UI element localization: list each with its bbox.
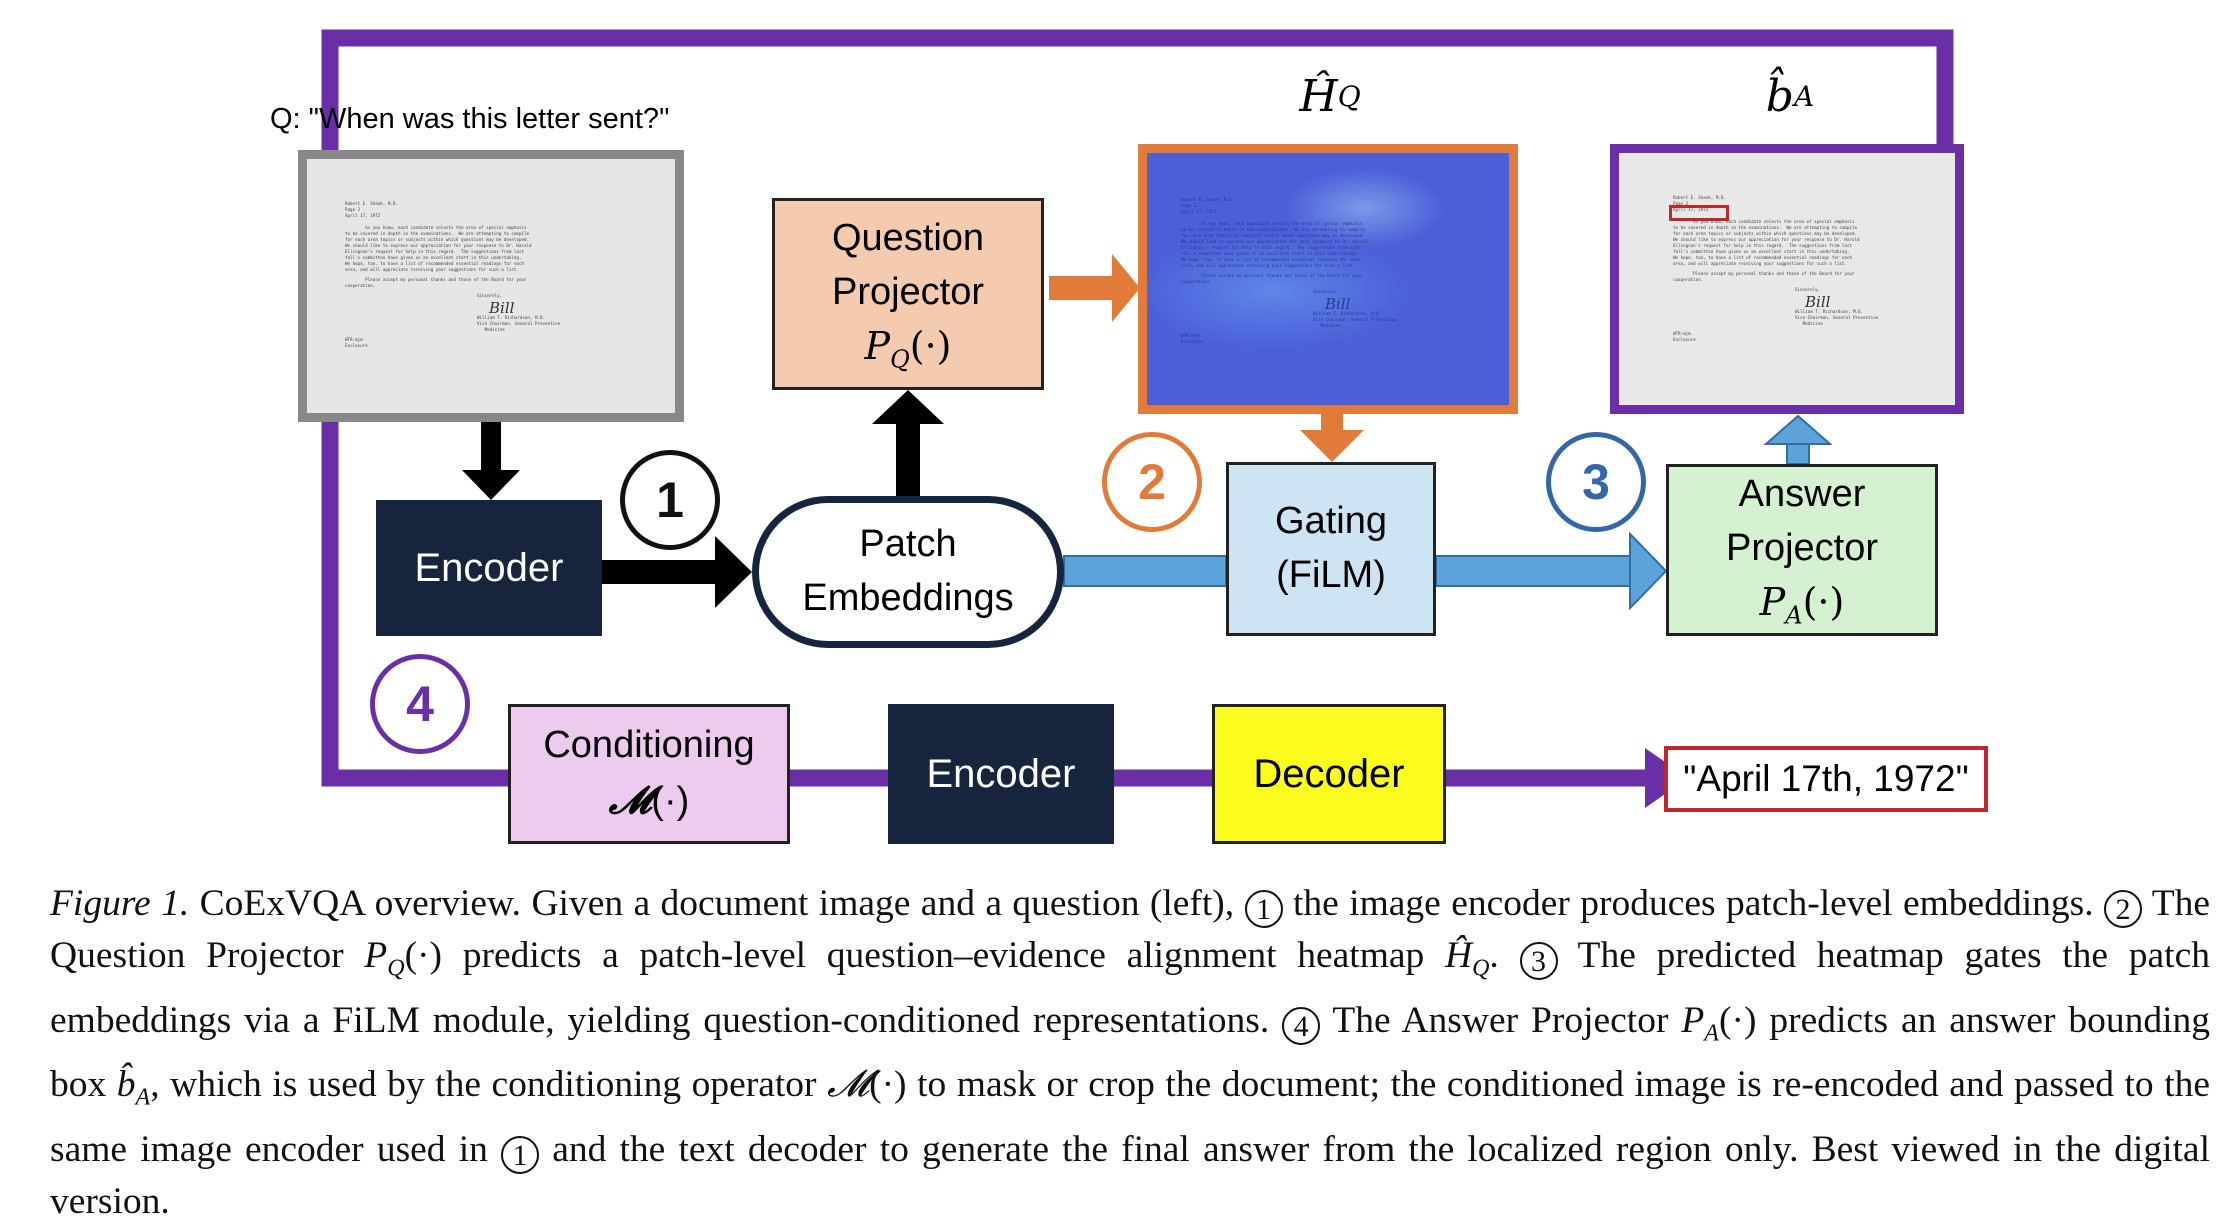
caption-text-9: , which is used by the conditioning oper… <box>150 1064 828 1105</box>
bbox-doc-header: Robert E. Shank, M.D. Page 2 April 17, 1… <box>1673 195 1726 212</box>
bbox-doc-footer: WTR:mjm Enclosure <box>1673 331 1696 342</box>
bbox-doc-body: As you know, each candidate selects the … <box>1673 219 1860 266</box>
answer-projector-fn: PA(·) <box>1759 579 1845 630</box>
gating-line2: (FiLM) <box>1276 554 1386 596</box>
step-4-circle: 4 <box>370 654 470 754</box>
bbox-doc-signature: Bill <box>1805 293 1831 311</box>
heatmap-document: Robert E. Shank, M.D. Page 2 April 17, 1… <box>1138 144 1518 414</box>
heatmap-doc-header: Robert E. Shank, M.D. Page 2 April 17, 1… <box>1181 197 1234 214</box>
doc-footer: WTR:mjm Enclosure <box>345 337 368 348</box>
question-projector-fn: PQ(·) <box>864 323 952 374</box>
doc-signature: Bill <box>489 299 515 317</box>
patch-embeddings-line2: Embeddings <box>802 577 1014 619</box>
step-1-circle: 1 <box>620 450 720 550</box>
patch-embeddings-box: Patch Embeddings <box>752 496 1064 648</box>
heatmap-label-sub: Q <box>1337 80 1361 114</box>
step-2-circle: 2 <box>1102 432 1202 532</box>
doc-to-encoder-arrow-head <box>462 470 520 500</box>
answer-to-bbox-arrow-head <box>1763 414 1833 445</box>
bbox-doc-signer: William T. Richardson, M.D. Vice Chairma… <box>1795 309 1879 326</box>
encoder-top-box: Encoder <box>376 500 602 636</box>
caption-step-1-again: 1 <box>501 1135 540 1174</box>
question-text: Q: "When was this letter sent?" <box>270 103 670 136</box>
question-projector-line1: Question <box>831 216 985 259</box>
patch-embeddings-line1: Patch <box>859 523 957 566</box>
architecture-diagram: Q: "When was this letter sent?" Robert E… <box>270 29 1988 844</box>
caption-text-7: The Answer Projector <box>1320 999 1682 1041</box>
caption-math-pa: PA(·) <box>1681 999 1757 1047</box>
doc-body: As you know, each candidate selects the … <box>345 225 532 272</box>
input-document: Robert E. Shank, M.D. Page 2 April 17, 1… <box>298 150 684 422</box>
gating-to-answer-arrow-head <box>1629 531 1668 611</box>
qproj-to-heatmap-arrow <box>1049 276 1115 300</box>
caption-text-2: the image encoder produces patch-level e… <box>1282 883 2104 924</box>
answer-bounding-box <box>1669 205 1729 221</box>
doc-to-encoder-arrow <box>481 422 501 472</box>
figure-caption: Figure 1. CoExVQA overview. Given a docu… <box>50 878 2210 1228</box>
patch-to-qproj-arrow-head <box>872 390 944 424</box>
decoder-box: Decoder <box>1212 704 1446 844</box>
heatmap-doc-closing: Please accept my personal thanks and tho… <box>1181 273 1363 284</box>
caption-text-4: predicts a patch-level question–evidence… <box>442 935 1445 976</box>
heatmap-doc-signature: Bill <box>1325 295 1351 313</box>
caption-step-2: 2 <box>2103 890 2142 928</box>
question-projector-line2: Projector <box>831 270 985 313</box>
caption-math-hq: ĤQ <box>1444 935 1490 982</box>
doc-header: Robert E. Shank, M.D. Page 2 April 17, 1… <box>345 201 398 218</box>
heatmap-to-gating-arrow-head <box>1300 430 1364 462</box>
caption-math-ba: b̂A <box>116 1064 151 1111</box>
caption-text-3: The Question Projector <box>50 883 2211 976</box>
gating-to-answer-arrow <box>1435 555 1633 587</box>
patch-to-gating-arrow <box>1063 555 1227 587</box>
answer-projector-line1: Answer <box>1738 472 1866 515</box>
caption-step-1: 1 <box>1244 890 1283 928</box>
gating-line1: Gating <box>1275 500 1387 543</box>
doc-sign: Sincerely, <box>477 293 503 298</box>
conditioning-fn: 𝓜(·) <box>608 777 690 822</box>
heatmap-doc-body: As you know, each candidate selects the … <box>1181 221 1368 268</box>
conditioning-box: Conditioning 𝓜(·) <box>508 704 790 844</box>
answer-projector-box: Answer Projector PA(·) <box>1666 464 1938 636</box>
bbox-label-sub: A <box>1793 80 1815 114</box>
caption-step-3: 3 <box>1519 942 1558 980</box>
bbox-document: Robert E. Shank, M.D. Page 2 April 17, 1… <box>1610 144 1964 414</box>
caption-text-10: to mask or crop the document; the condit… <box>50 1064 2211 1170</box>
qproj-to-heatmap-arrow-head <box>1112 254 1140 322</box>
bbox-label-main: b̂ <box>1765 70 1794 122</box>
step-3-circle: 3 <box>1546 432 1646 532</box>
caption-lead: Figure 1. <box>50 883 190 924</box>
patch-to-qproj-arrow <box>896 420 920 498</box>
caption-text-1: CoExVQA overview. Given a document image… <box>189 883 1245 924</box>
answer-projector-line2: Projector <box>1725 526 1879 569</box>
gating-box: Gating (FiLM) <box>1226 462 1436 636</box>
conditioning-line1: Conditioning <box>543 724 755 767</box>
caption-text-5: . <box>1489 935 1520 976</box>
bbox-doc-closing: Please accept my personal thanks and tho… <box>1673 271 1855 282</box>
question-projector-box: Question Projector PQ(·) <box>772 198 1044 390</box>
encoder-to-patch-arrow <box>602 560 717 584</box>
answer-output-box: "April 17th, 1972" <box>1664 746 1988 812</box>
doc-closing: Please accept my personal thanks and tho… <box>345 277 527 288</box>
caption-text-6: The predicted heatmap gates the patch em… <box>50 935 2210 1041</box>
caption-text-8: predicts an answer bounding box <box>50 999 2210 1106</box>
doc-signer: William T. Richardson, M.D. Vice Chairma… <box>477 315 561 332</box>
heatmap-doc-footer: WTR:mjm Enclosure <box>1181 333 1204 344</box>
heatmap-to-gating-arrow <box>1321 408 1343 432</box>
caption-math-pq: PQ(·) <box>364 935 443 982</box>
heatmap-doc-signer: William T. Richardson, M.D. Vice Chairma… <box>1313 311 1397 328</box>
heatmap-label-main: Ĥ <box>1299 70 1338 122</box>
caption-step-4: 4 <box>1282 1006 1321 1045</box>
bbox-doc-sign: Sincerely, <box>1795 287 1821 292</box>
encoder-to-patch-arrow-head <box>715 536 752 608</box>
encoder-bottom-box: Encoder <box>888 704 1114 844</box>
caption-math-m: 𝓜(·) <box>827 1064 907 1105</box>
bbox-label: b̂A <box>1740 62 1840 132</box>
heatmap-doc-sign: Sincerely, <box>1313 289 1339 294</box>
